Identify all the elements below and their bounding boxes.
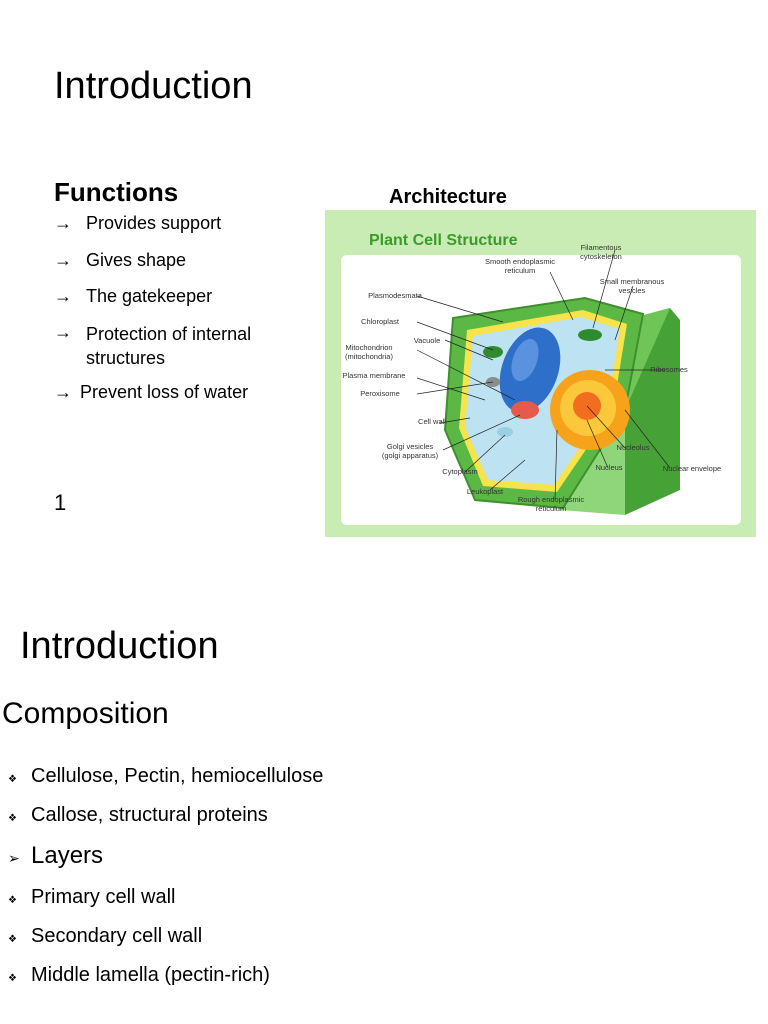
label-golgi: Golgi vesicles (golgi apparatus) [381,442,439,460]
label-nucleus: Nucleus [595,463,623,472]
layer-item: ❖ Secondary cell wall [0,925,202,948]
chloroplast [483,346,503,358]
layer-text: Primary cell wall [31,886,176,908]
layers-heading: Layers [31,842,104,869]
arrow-icon: → [54,213,72,233]
layer-item: ❖ Primary cell wall [0,886,175,909]
chloroplast [578,329,602,341]
label-ribosomes: Ribosomes [650,365,688,374]
label-nucleolus: Nucleolus [616,443,650,452]
function-text: Protection of internal structures [86,324,252,369]
arrow-icon: → [54,250,72,270]
composition-text: Cellulose, Pectin, hemiocellulose [31,765,324,787]
arrow-icon: → [54,286,72,306]
plant-cell-diagram: Plant Cell Structure [325,210,756,537]
function-text: Gives shape [86,250,187,270]
function-text: The gatekeeper [86,286,213,306]
label-leukoplast: Leukoplast [466,487,504,496]
layer-item: ❖ Middle lamella (pectin-rich) [0,964,270,987]
composition-heading: Composition [2,697,169,730]
function-item: → Provides support [54,213,221,234]
mitochondrion [497,427,513,437]
function-item: → Protection of internal structures [54,322,304,371]
function-text: Prevent loss of water [80,382,249,402]
diamond-bullet-icon: ❖ [8,934,17,945]
layer-text: Secondary cell wall [31,925,203,947]
label-cell-wall: Cell wall [418,417,446,426]
composition-item: ❖ Callose, structural proteins [0,804,268,827]
functions-heading: Functions [54,177,179,207]
golgi-apparatus [511,401,539,419]
diamond-bullet-icon: ❖ [8,813,17,824]
label-mitochondrion: Mitochondrion (mitochondria) [345,343,393,361]
arrow-icon: → [54,382,72,402]
slide1-title: Introduction [54,65,253,107]
architecture-label: Architecture [389,186,507,208]
plant-cell-illustration [416,249,680,515]
composition-text: Callose, structural proteins [31,804,268,826]
layers-heading-item: ➢ Layers [0,842,103,870]
label-nuclear-envelope: Nuclear envelope [662,464,722,473]
label-rough-er: Rough endoplasmic reticulum [517,495,585,513]
label-filamentous-cytoskeleton: Filamentous cytoskeleton [580,243,622,261]
diamond-bullet-icon: ❖ [8,774,17,785]
label-cytoplasm: Cytoplasm [442,467,478,476]
label-plasmodesmata: Plasmodesmata [368,291,422,300]
composition-item: ❖ Cellulose, Pectin, hemiocellulose [0,765,323,788]
label-vacuole: Vacuole [413,336,441,345]
diagram-title: Plant Cell Structure [369,232,518,249]
label-chloroplast: Chloroplast [361,317,399,326]
diamond-bullet-icon: ❖ [8,895,17,906]
label-small-vesicles: Small membranous vesicles [599,277,665,295]
arrowhead-bullet-icon: ➢ [8,850,20,866]
slide2-title: Introduction [20,625,219,667]
layer-text: Middle lamella (pectin-rich) [31,964,270,986]
label-smooth-er: Smooth endoplasmic reticulum [484,257,556,275]
function-item: → Prevent loss of water [54,382,248,403]
function-text: Provides support [86,213,222,233]
arrow-icon: → [54,322,72,342]
function-item: → Gives shape [54,250,186,271]
label-plasma-membrane: Plasma membrane [342,371,406,380]
vacuole-highlight [511,338,539,382]
label-peroxisome: Peroxisome [360,389,400,398]
function-item: → The gatekeeper [54,286,212,307]
diamond-bullet-icon: ❖ [8,973,17,984]
page-number: 1 [54,490,67,515]
leader-lines [416,249,671,501]
